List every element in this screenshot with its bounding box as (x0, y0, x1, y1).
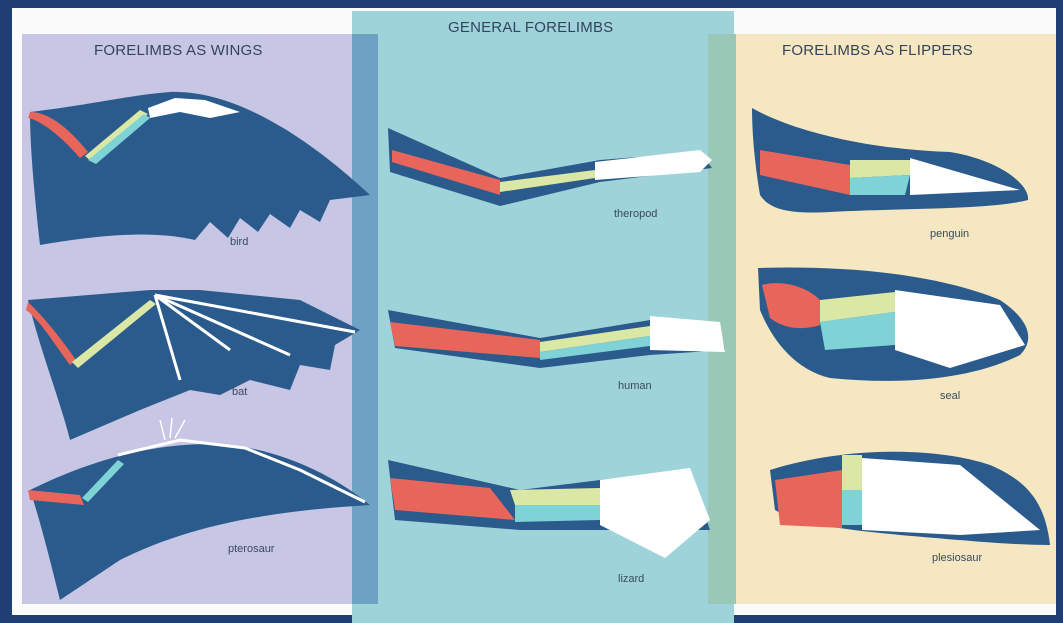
label-theropod: theropod (614, 208, 657, 220)
plesiosaur-flipper (770, 452, 1050, 545)
label-plesiosaur: plesiosaur (932, 552, 982, 564)
bat-wing (26, 290, 360, 440)
penguin-flipper (752, 108, 1028, 212)
general-forelimbs-heading: GENERAL FORELIMBS (448, 19, 613, 36)
bird-wing (28, 92, 370, 245)
label-bat: bat (232, 386, 247, 398)
label-penguin: penguin (930, 228, 969, 240)
flippers-heading: FORELIMBS AS FLIPPERS (782, 42, 973, 59)
pterosaur-wing (28, 418, 370, 600)
label-human: human (618, 380, 652, 392)
label-bird: bird (230, 236, 248, 248)
human-arm (388, 310, 725, 368)
seal-flipper (758, 267, 1028, 380)
label-lizard: lizard (618, 573, 644, 585)
label-pterosaur: pterosaur (228, 543, 274, 555)
lizard-arm (388, 460, 710, 558)
wings-heading: FORELIMBS AS WINGS (94, 42, 263, 59)
theropod-arm (388, 128, 712, 206)
label-seal: seal (940, 390, 960, 402)
